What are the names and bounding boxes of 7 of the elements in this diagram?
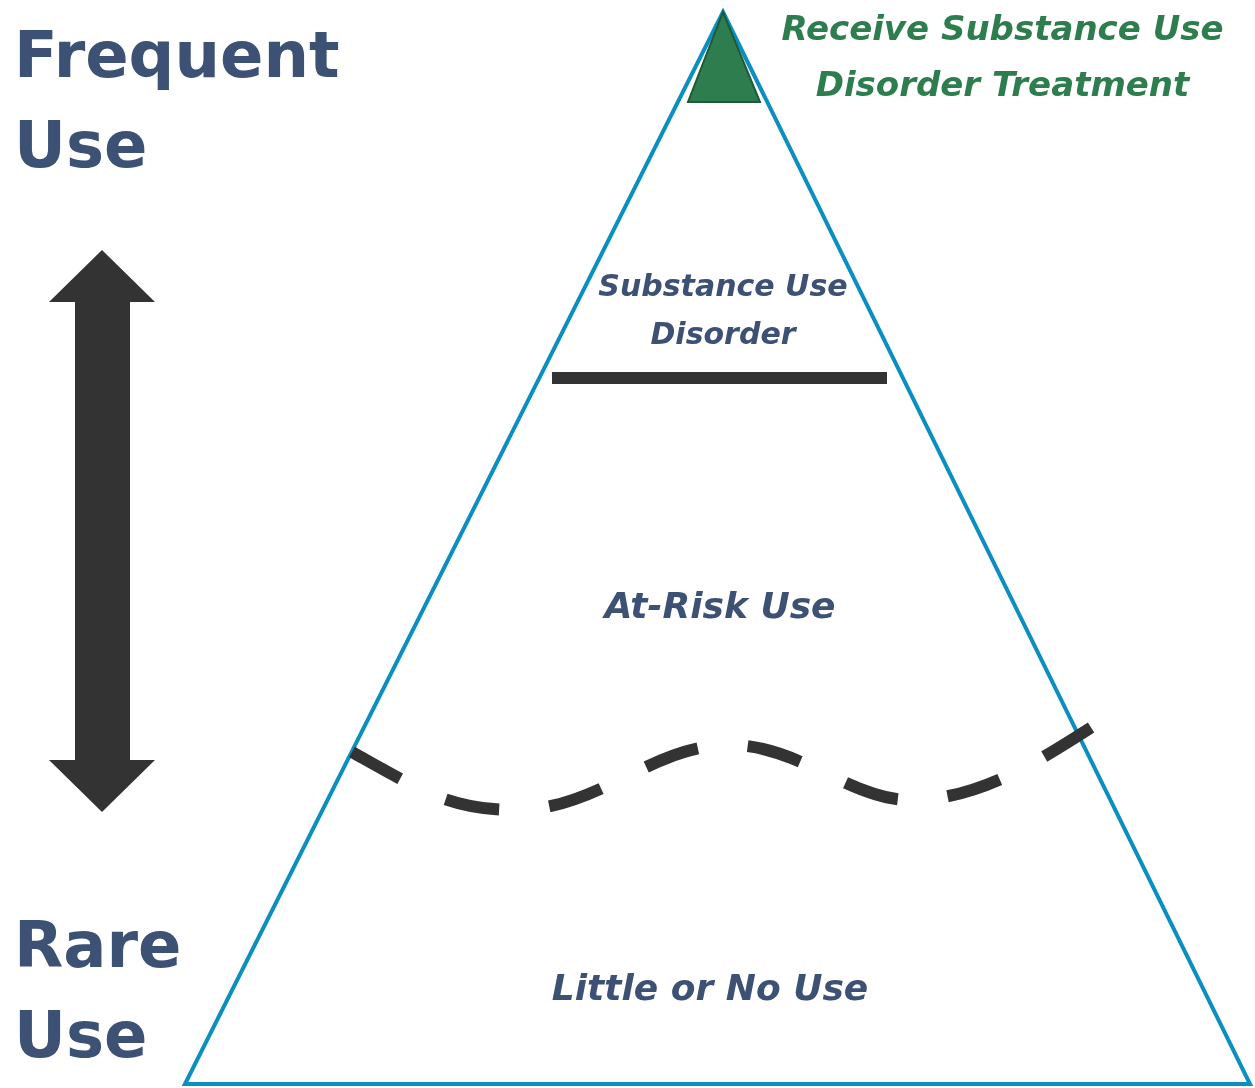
- frequency-label: Rare Use: [14, 907, 183, 1074]
- tier-label: Substance Use Disorder: [598, 262, 848, 358]
- apex-caption: Receive Substance Use Disorder Treatment: [780, 7, 1225, 106]
- frequency-label: Frequent Use: [14, 17, 341, 184]
- tier-label: At-Risk Use: [480, 578, 960, 634]
- apex-triangle: [686, 9, 762, 103]
- tier-label: Little or No Use: [420, 960, 1000, 1016]
